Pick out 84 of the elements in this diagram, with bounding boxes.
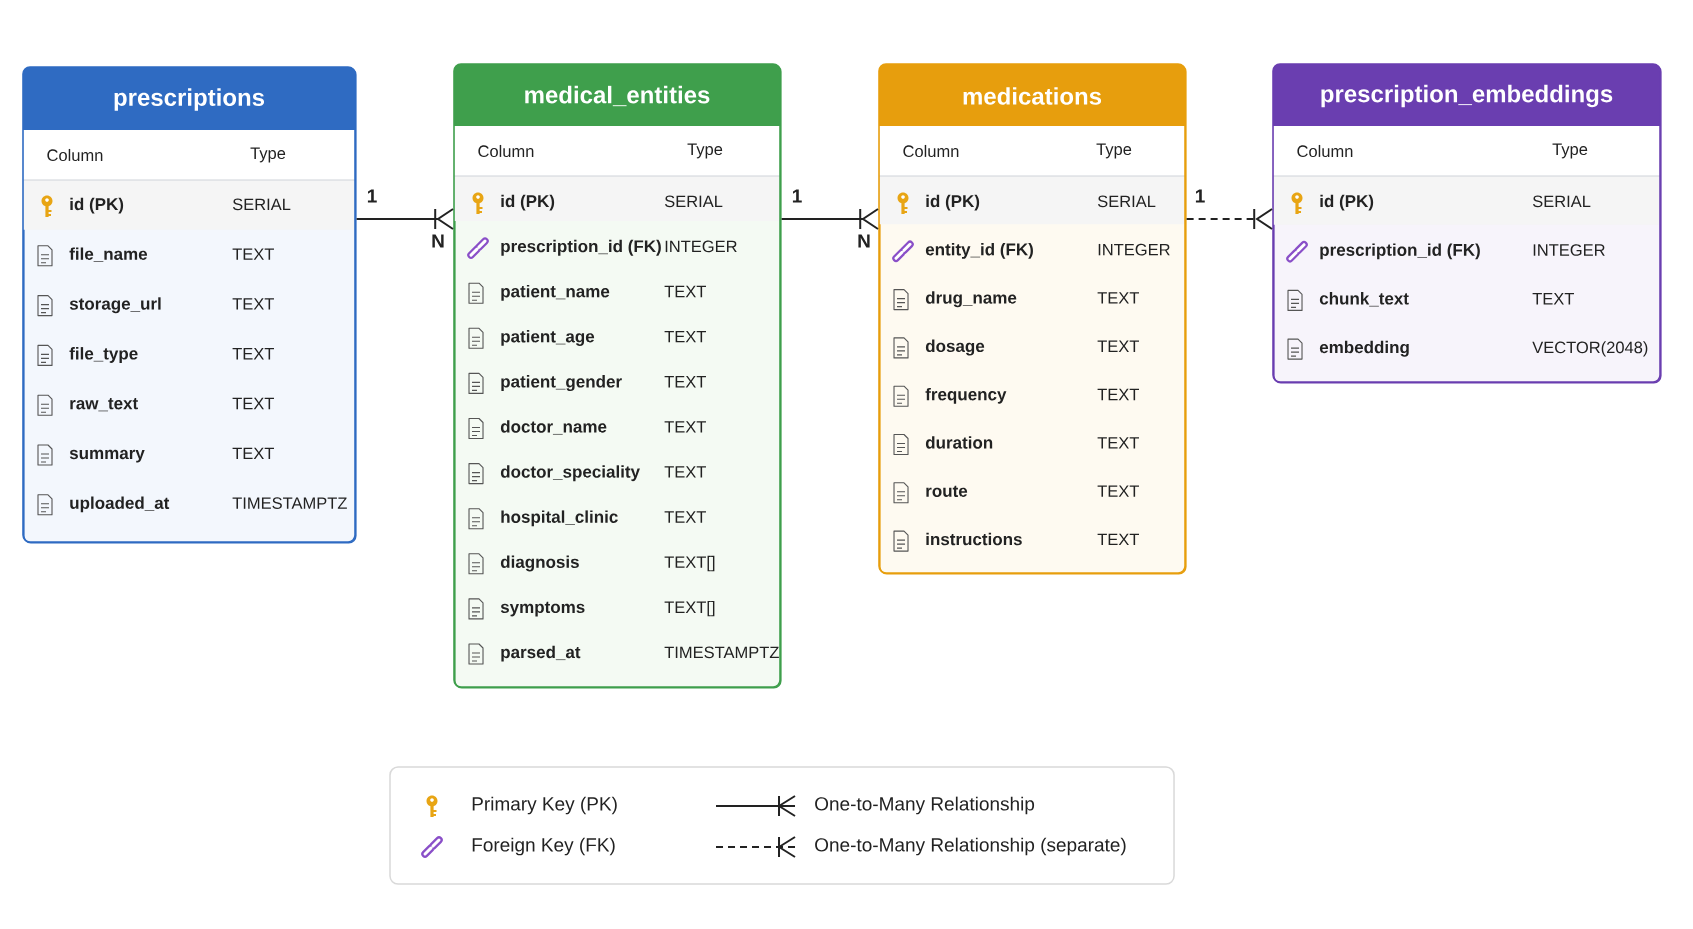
column-name: instructions xyxy=(926,532,1022,546)
column-name: diagnosis xyxy=(500,555,579,572)
column-type: TEXT xyxy=(1097,292,1139,304)
column-type: TIMESTAMPTZ xyxy=(232,497,347,509)
column-type: TEXT xyxy=(232,298,274,310)
column-name: id (PK) xyxy=(70,197,124,214)
legend-text: One-to-Many Relationship (separate) xyxy=(815,837,1126,856)
column-name: id (PK) xyxy=(926,194,980,211)
column-name: file_name xyxy=(69,247,148,262)
column-name: summary xyxy=(69,449,145,463)
column-header: Type xyxy=(250,147,286,163)
relationship-line xyxy=(1185,208,1273,230)
column-name: file_type xyxy=(69,347,138,363)
column-type: TEXT[] xyxy=(664,600,715,617)
column-name: hospital_clinic xyxy=(501,510,618,527)
cardinality-label: 1 xyxy=(792,189,802,203)
column-header: Column xyxy=(47,148,103,162)
column-type: SERIAL xyxy=(1532,195,1591,208)
column-name: prescription_id (FK) xyxy=(501,239,661,256)
column-type: TEXT xyxy=(1097,388,1139,401)
cardinality-label: 1 xyxy=(1195,189,1205,203)
column-name: frequency xyxy=(925,387,1007,404)
column-name: route xyxy=(926,485,968,497)
column-type: SERIAL xyxy=(1097,195,1156,208)
column-name: id (PK) xyxy=(501,194,555,211)
column-name: duration xyxy=(925,436,993,449)
column-type: VECTOR(2048) xyxy=(1532,341,1648,357)
column-name: storage_url xyxy=(69,297,161,314)
column-header: Type xyxy=(1552,143,1588,159)
column-type: TEXT xyxy=(1097,533,1139,546)
cardinality-label: N xyxy=(432,234,444,248)
legend-text: One-to-Many Relationship xyxy=(815,796,1035,815)
column-name: patient_gender xyxy=(501,375,622,391)
column-name: doctor_speciality xyxy=(500,465,640,482)
column-header: Type xyxy=(687,143,723,159)
column-type: INTEGER xyxy=(1098,243,1170,256)
column-type: SERIAL xyxy=(232,198,291,211)
column-type: TEXT xyxy=(1097,340,1139,352)
column-type: TEXT xyxy=(1097,485,1139,497)
column-name: patient_age xyxy=(501,330,595,346)
column-header: Column xyxy=(478,144,534,158)
column-header: Column xyxy=(1297,144,1353,158)
column-type: TEXT xyxy=(664,376,706,388)
column-type: TEXT xyxy=(664,421,706,433)
column-type: TEXT xyxy=(232,397,274,410)
column-name: drug_name xyxy=(925,291,1017,308)
column-name: dosage xyxy=(925,339,985,356)
column-name: embedding xyxy=(1319,340,1409,357)
cardinality-label: 1 xyxy=(367,189,377,203)
column-header: Column xyxy=(903,144,959,158)
column-name: symptoms xyxy=(500,601,585,617)
column-type: TEXT xyxy=(664,330,706,343)
column-name: entity_id (FK) xyxy=(925,243,1033,259)
column-type: TEXT xyxy=(232,447,274,459)
column-header: Type xyxy=(1096,143,1132,159)
column-type: INTEGER xyxy=(665,240,737,253)
column-type: TEXT[] xyxy=(664,555,715,572)
column-name: parsed_at xyxy=(501,645,581,662)
column-type: INTEGER xyxy=(1533,244,1605,256)
column-type: TEXT xyxy=(232,348,274,360)
cardinality-label: N xyxy=(858,234,870,248)
table-title: medications xyxy=(963,87,1102,105)
column-type: TEXT xyxy=(664,285,706,298)
relationship-line xyxy=(355,208,454,230)
column-name: uploaded_at xyxy=(70,496,170,513)
column-type: TEXT xyxy=(232,248,274,260)
legend-text: Foreign Key (FK) xyxy=(472,837,615,856)
column-type: TEXT xyxy=(664,511,706,523)
column-type: TEXT xyxy=(1532,293,1574,305)
legend-text: Primary Key (PK) xyxy=(472,796,617,815)
column-name: raw_text xyxy=(70,398,138,412)
table-title: prescription_embeddings xyxy=(1321,84,1613,108)
column-name: prescription_id (FK) xyxy=(1320,243,1480,260)
column-name: patient_name xyxy=(501,284,610,301)
table-title: prescriptions xyxy=(114,88,265,111)
column-name: id (PK) xyxy=(1320,194,1374,211)
column-type: SERIAL xyxy=(664,195,723,208)
column-type: TIMESTAMPTZ xyxy=(664,646,779,659)
relationship-line xyxy=(780,208,879,230)
table-title: medical_entities xyxy=(525,85,710,107)
column-name: chunk_text xyxy=(1319,292,1409,307)
column-type: TEXT xyxy=(664,466,706,478)
column-type: TEXT xyxy=(1097,437,1139,449)
column-name: doctor_name xyxy=(500,420,607,435)
